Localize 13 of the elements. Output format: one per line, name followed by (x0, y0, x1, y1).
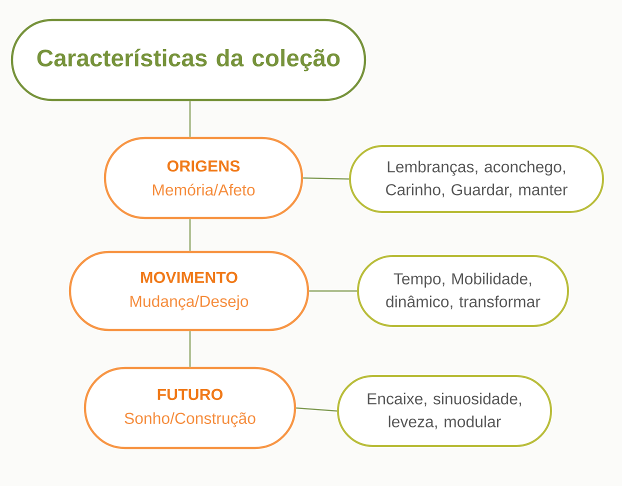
category-box: MOVIMENTO Mudança/Desejo (68, 250, 310, 332)
connector-line (189, 219, 191, 251)
category-box: ORIGENS Memória/Afeto (104, 136, 304, 220)
category-box: FUTURO Sonho/Construção (84, 366, 296, 450)
title-box: Características da coleção (10, 18, 366, 102)
keyword-box: Encaixe, sinuosidade, leveza, modular (337, 375, 552, 447)
connector-line (189, 101, 191, 137)
connector-line (309, 290, 357, 292)
keyword-box: Tempo, Mobilidade, dinâmico, transformar (357, 255, 569, 327)
connector-line (296, 407, 338, 412)
keyword-box: Lembranças, aconchego, Carinho, Guardar, manter (349, 145, 604, 213)
connector-line (303, 177, 350, 180)
connector-line (189, 331, 191, 367)
